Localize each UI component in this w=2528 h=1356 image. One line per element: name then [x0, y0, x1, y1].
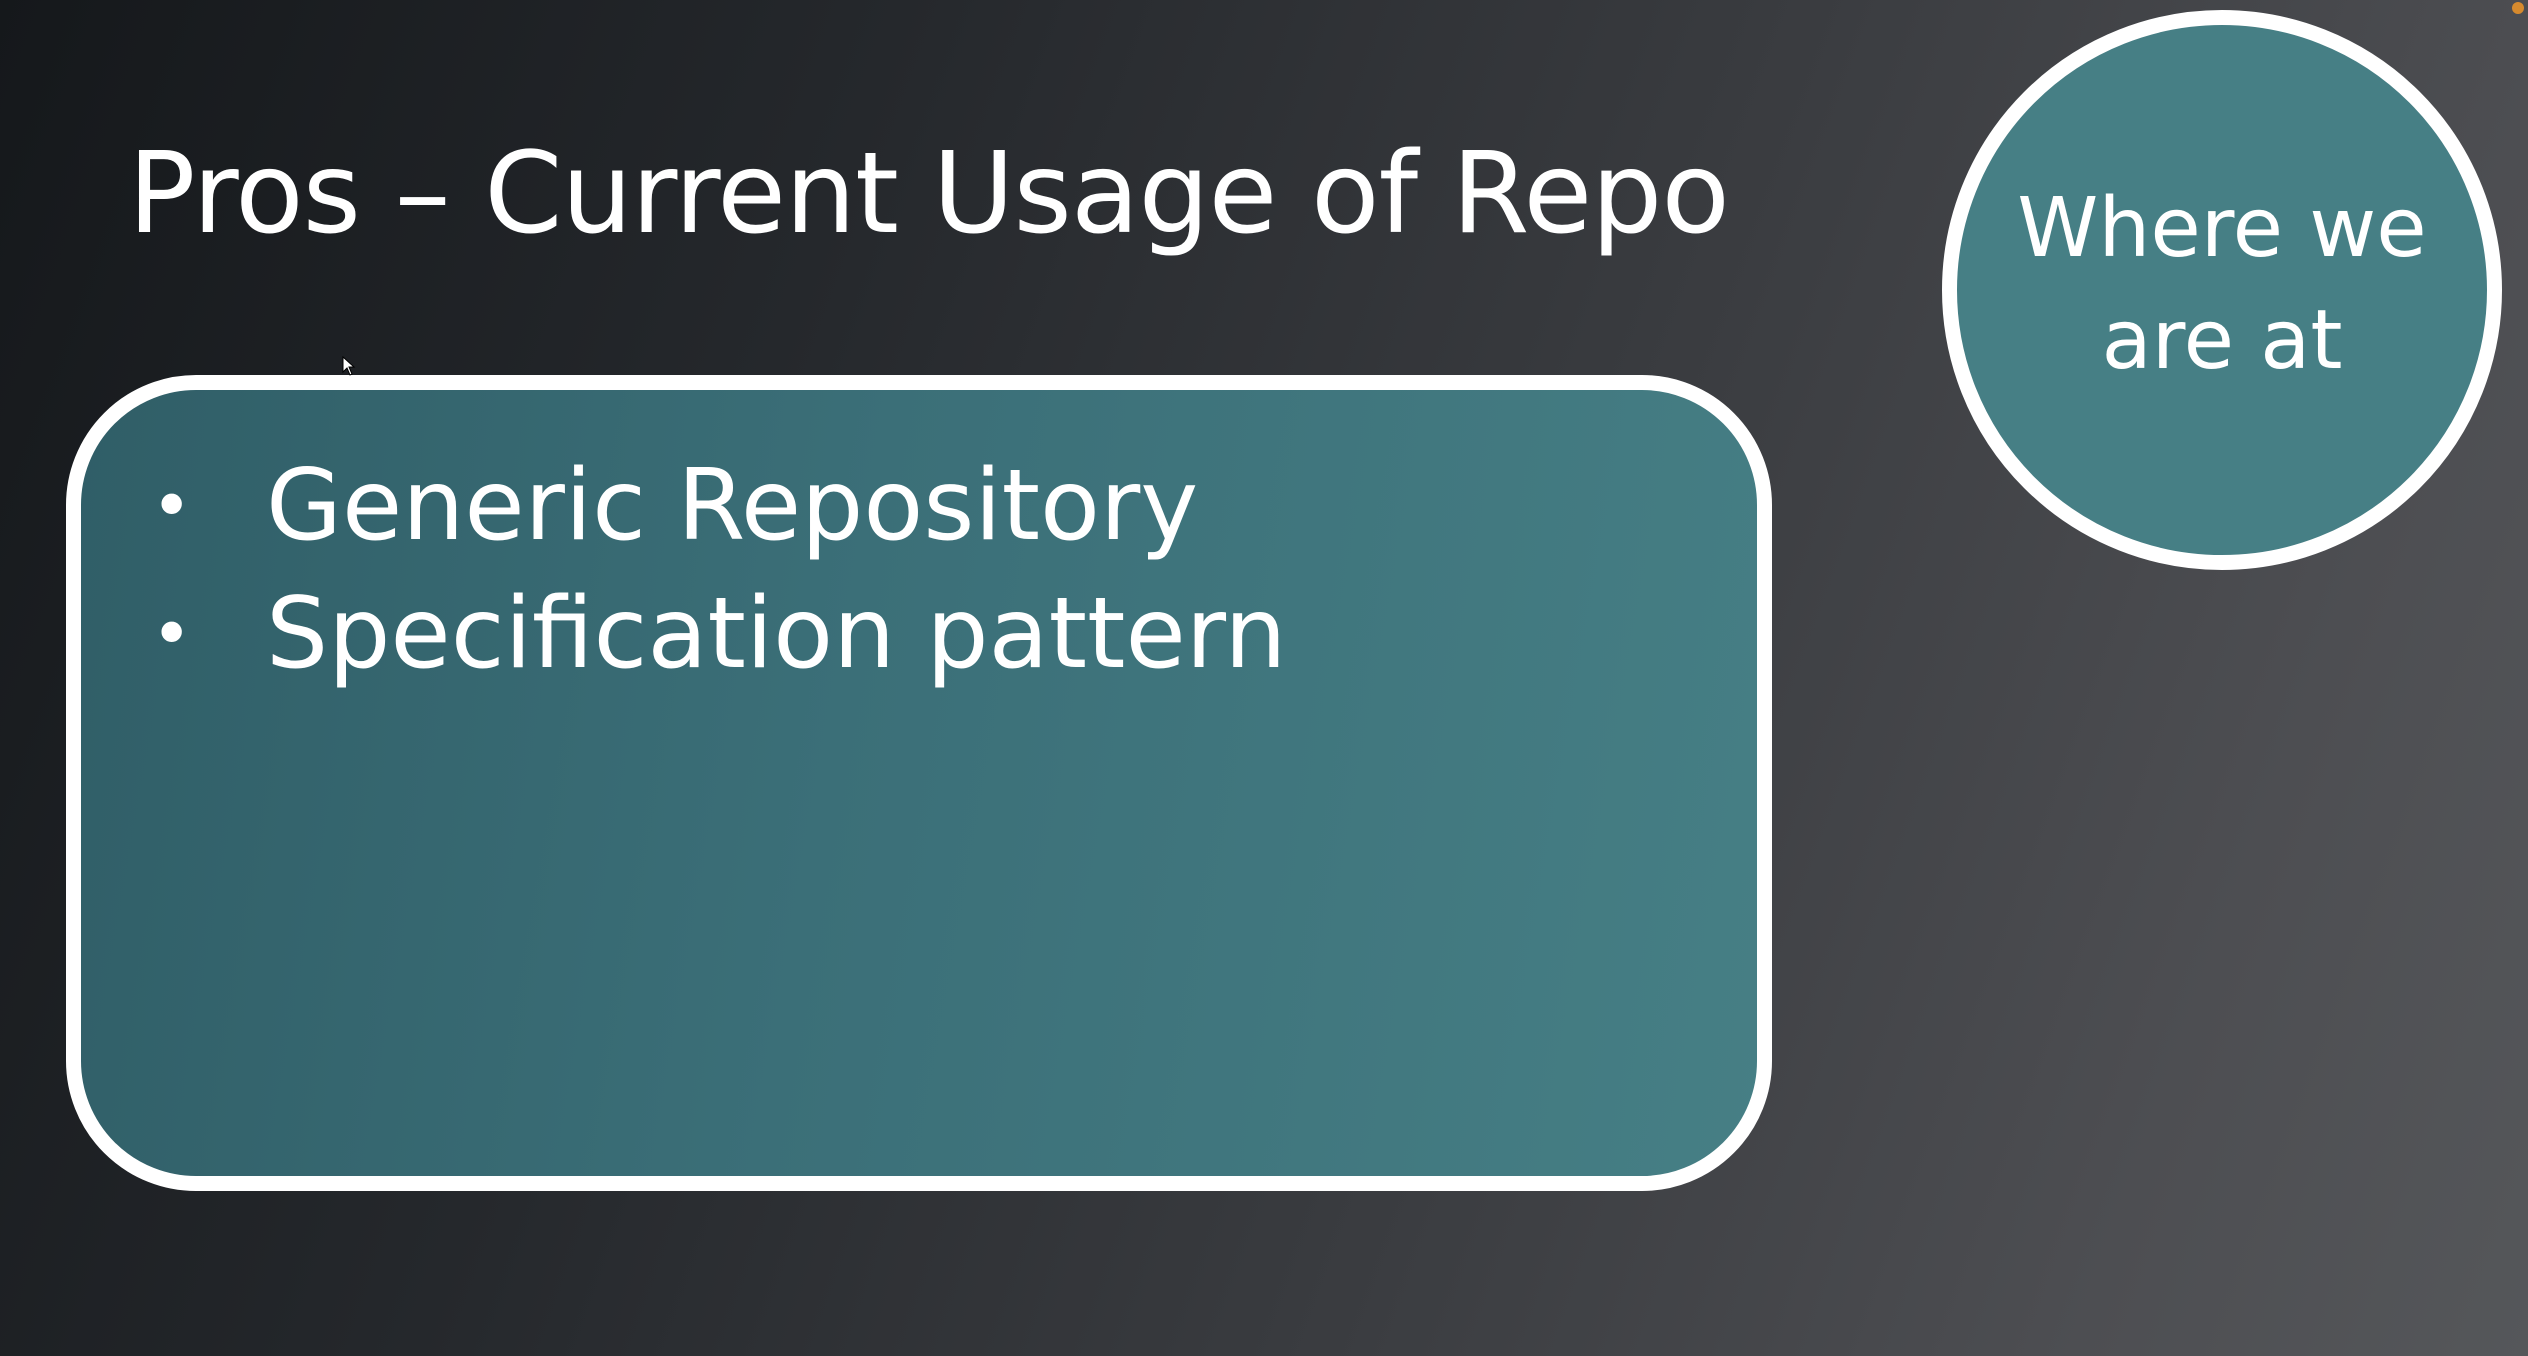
content-box: • Generic Repository • Specification pat… — [66, 375, 1772, 1191]
bullet-marker: • — [151, 465, 193, 547]
bullet-text: Specification pattern — [266, 577, 1287, 691]
recording-indicator-dot — [2512, 2, 2524, 14]
bullet-item: • Generic Repository — [81, 442, 1757, 570]
bullet-marker: • — [151, 593, 193, 675]
mouse-pointer-icon — [342, 356, 356, 376]
bullet-item: • Specification pattern — [81, 570, 1757, 698]
badge-text: Where we are at — [2017, 181, 2427, 388]
slide-title: Pros – Current Usage of Repo — [128, 129, 1730, 259]
status-badge-circle: Where we are at — [1942, 10, 2502, 570]
bullet-text: Generic Repository — [266, 449, 1199, 563]
bullet-list: • Generic Repository • Specification pat… — [81, 442, 1757, 698]
